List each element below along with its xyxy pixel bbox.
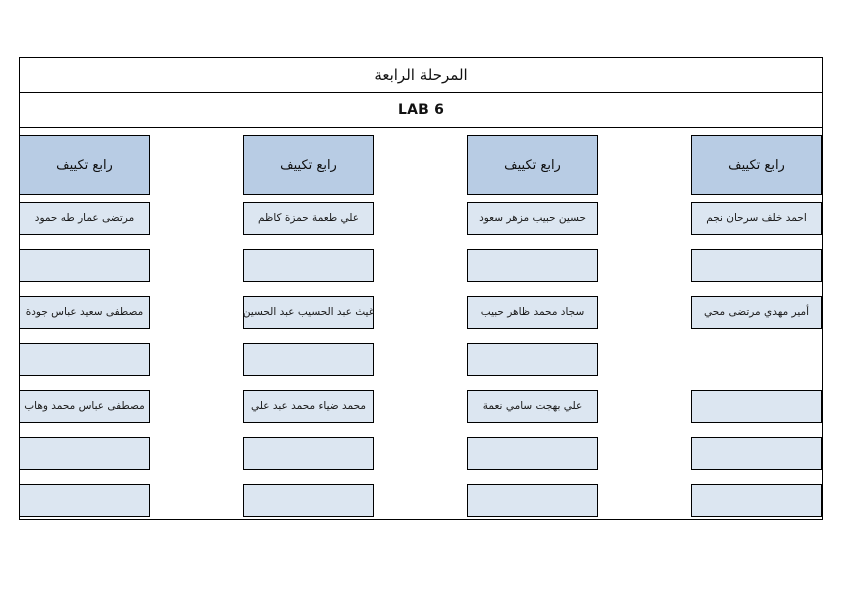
stage-title-row: المرحلة الرابعة	[20, 58, 822, 93]
student-cell[interactable]	[467, 484, 598, 517]
lab-title-row: LAB 6	[20, 93, 822, 128]
student-cell[interactable]: احمد خلف سرحان نجم	[691, 202, 822, 235]
student-cell[interactable]: علي بهجت سامي نعمة	[467, 390, 598, 423]
column-header-label: رابع تكييف	[280, 157, 337, 173]
column-header-4: رابع تكييف	[19, 135, 150, 195]
student-cell[interactable]: أمير مهدي مرتضى محي	[691, 296, 822, 329]
student-cell[interactable]: حسين حبيب مزهر سعود	[467, 202, 598, 235]
student-cell[interactable]	[243, 249, 374, 282]
column-header-label: رابع تكييف	[728, 157, 785, 173]
student-cell[interactable]	[19, 249, 150, 282]
student-cell[interactable]: مصطفى عباس محمد وهاب	[19, 390, 150, 423]
student-name: مصطفى سعيد عباس جودة	[25, 305, 144, 318]
student-cell[interactable]: مرتضى عمار طه حمود	[19, 202, 150, 235]
student-name: علي طعمة حمزة كاظم	[257, 211, 360, 224]
student-column-3: رابع تكييف علي طعمة حمزة كاظم غيث عبد ال…	[243, 135, 374, 531]
student-cell[interactable]: محمد ضياء محمد عبد علي	[243, 390, 374, 423]
student-cell[interactable]	[243, 437, 374, 470]
lab-title: LAB 6	[397, 102, 445, 118]
student-cell[interactable]: علي طعمة حمزة كاظم	[243, 202, 374, 235]
student-cell[interactable]	[19, 484, 150, 517]
student-name: حسين حبيب مزهر سعود	[479, 211, 586, 224]
student-name: احمد خلف سرحان نجم	[706, 211, 807, 224]
student-cell[interactable]	[691, 484, 822, 517]
student-name: مرتضى عمار طه حمود	[34, 211, 135, 224]
student-column-4: رابع تكييف مرتضى عمار طه حمود مصطفى سعيد…	[19, 135, 150, 531]
attendance-sheet-table: المرحلة الرابعة LAB 6 رابع تكييف احمد خل…	[19, 57, 823, 520]
student-cell[interactable]	[691, 390, 822, 423]
student-cell[interactable]	[467, 343, 598, 376]
student-cell[interactable]	[467, 249, 598, 282]
student-cell[interactable]	[243, 343, 374, 376]
empty-slot	[691, 343, 822, 376]
column-header-2: رابع تكييف	[467, 135, 598, 195]
student-name: محمد ضياء محمد عبد علي	[251, 399, 366, 412]
column-header-label: رابع تكييف	[56, 157, 113, 173]
student-cell[interactable]	[467, 437, 598, 470]
student-cell[interactable]: غيث عبد الحسيب عبد الحسين	[243, 296, 374, 329]
student-cell[interactable]	[243, 484, 374, 517]
column-header-label: رابع تكييف	[504, 157, 561, 173]
student-cell[interactable]: مصطفى سعيد عباس جودة	[19, 296, 150, 329]
student-cell[interactable]	[691, 437, 822, 470]
column-header-3: رابع تكييف	[243, 135, 374, 195]
columns-container: رابع تكييف احمد خلف سرحان نجم أمير مهدي …	[19, 128, 822, 518]
student-name: سجاد محمد ظاهر حبيب	[480, 305, 585, 318]
student-cell[interactable]	[19, 343, 150, 376]
student-name: أمير مهدي مرتضى محي	[703, 305, 810, 318]
stage-title: المرحلة الرابعة	[374, 65, 468, 84]
student-column-2: رابع تكييف حسين حبيب مزهر سعود سجاد محمد…	[467, 135, 598, 531]
student-name: مصطفى عباس محمد وهاب	[24, 399, 145, 412]
student-column-1: رابع تكييف احمد خلف سرحان نجم أمير مهدي …	[691, 135, 822, 531]
column-header-1: رابع تكييف	[691, 135, 822, 195]
student-cell[interactable]	[19, 437, 150, 470]
student-name: علي بهجت سامي نعمة	[482, 399, 583, 412]
student-name: غيث عبد الحسيب عبد الحسين	[242, 305, 375, 318]
student-cell[interactable]	[691, 249, 822, 282]
student-cell[interactable]: سجاد محمد ظاهر حبيب	[467, 296, 598, 329]
